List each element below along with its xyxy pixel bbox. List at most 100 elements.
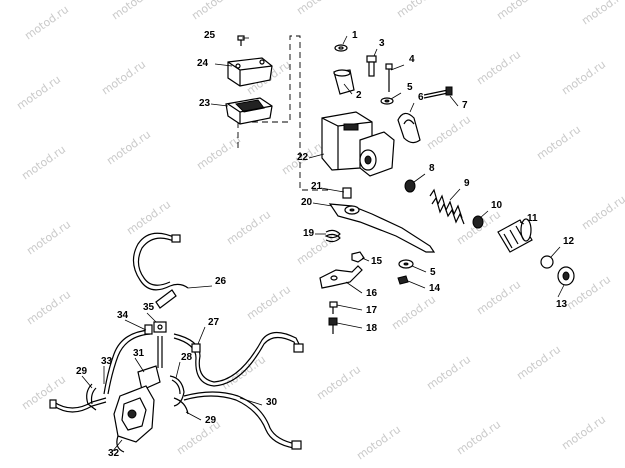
part-15-nut	[351, 251, 365, 263]
callout-c13: 13	[556, 299, 568, 310]
callout-c14: 14	[429, 283, 441, 294]
leader-lines	[81, 35, 565, 453]
watermark-text: motod.ru	[19, 373, 68, 413]
watermark-text: motod.ru	[514, 343, 563, 383]
watermark-text: motod.ru	[244, 283, 293, 323]
watermark-text: motod.ru	[124, 198, 173, 238]
part-12-clip	[540, 255, 554, 269]
watermark-text: motod.ru	[294, 0, 343, 17]
callout-c29b: 29	[205, 415, 217, 426]
watermark-text: motod.ru	[189, 0, 238, 22]
part-6-clamp	[397, 112, 421, 144]
callout-c5b: 5	[430, 267, 436, 278]
watermark-text: motod.ru	[389, 293, 438, 333]
callout-c27: 27	[208, 317, 220, 328]
part-5-washer-lower	[398, 259, 414, 269]
callout-c21: 21	[311, 181, 323, 192]
callout-c9: 9	[464, 178, 470, 189]
watermark-layer: motod.ru motod.ru motod.ru motod.ru motod.ru…	[14, 0, 625, 462]
callout-c35: 35	[143, 302, 155, 313]
watermark-text: motod.ru	[424, 113, 473, 153]
part-9-spring	[429, 188, 465, 225]
part-24-reservoir-cap	[227, 57, 273, 87]
callout-c34: 34	[117, 310, 129, 321]
callout-c26: 26	[215, 276, 227, 287]
watermark-text: motod.ru	[394, 0, 443, 20]
watermark-text: motod.ru	[24, 288, 73, 328]
watermark-text: motod.ru	[559, 58, 608, 98]
callout-c29a: 29	[76, 366, 88, 377]
part-32-caliper-housing	[113, 385, 155, 453]
part-17-screw	[329, 301, 338, 314]
callout-c11: 11	[527, 213, 538, 224]
callout-c30: 30	[266, 397, 278, 408]
watermark-text: motod.ru	[14, 73, 63, 113]
part-8-washer	[404, 179, 416, 193]
part-16-bracket	[319, 265, 363, 289]
part-30-hose	[183, 391, 302, 450]
callout-c28: 28	[181, 352, 193, 363]
watermark-text: motod.ru	[494, 0, 543, 22]
reference-dashed-lines	[237, 35, 330, 191]
part-11-piston	[497, 218, 533, 253]
callout-c25: 25	[204, 30, 216, 41]
part-29-pad-right	[173, 397, 189, 415]
callout-c15: 15	[371, 256, 383, 267]
watermark-text: motod.ru	[424, 353, 473, 393]
callout-c32: 32	[108, 448, 120, 459]
callout-c6: 6	[418, 92, 424, 103]
part-1-washer	[334, 44, 348, 52]
callout-c20: 20	[301, 197, 313, 208]
watermark-text: motod.ru	[579, 0, 625, 27]
watermark-text: motod.ru	[314, 363, 363, 403]
watermark-text: motod.ru	[99, 58, 148, 98]
callout-c33: 33	[101, 356, 113, 367]
part-28-pad	[169, 375, 185, 407]
part-18-bolt	[328, 317, 338, 334]
watermark-text: motod.ru	[559, 413, 608, 453]
watermark-text: motod.ru	[19, 143, 68, 183]
part-10-seal	[472, 215, 484, 229]
watermark-text: motod.ru	[454, 418, 503, 458]
callout-c18: 18	[366, 323, 378, 334]
callout-c24: 24	[197, 58, 209, 69]
part-4-screw	[385, 63, 393, 92]
watermark-text: motod.ru	[22, 3, 71, 43]
watermark-text: motod.ru	[474, 48, 523, 88]
callout-c16: 16	[366, 288, 378, 299]
part-27-hose	[173, 331, 304, 387]
part-35-fitting	[153, 321, 167, 333]
part-5-washer-upper	[380, 97, 394, 105]
part-26-brake-hose	[132, 232, 189, 309]
callout-c22: 22	[297, 152, 309, 163]
callout-c23: 23	[199, 98, 211, 109]
part-13-boot	[557, 266, 575, 286]
watermark-text: motod.ru	[474, 278, 523, 318]
part-33-hose	[49, 397, 107, 413]
callout-c3: 3	[379, 38, 385, 49]
watermark-text: motod.ru	[224, 208, 273, 248]
part-23-diaphragm	[225, 97, 273, 125]
watermark-text: motod.ru	[109, 0, 158, 22]
watermark-text: motod.ru	[24, 218, 73, 258]
part-14-nut	[397, 275, 409, 285]
part-20-brake-lever	[328, 203, 436, 253]
callout-c17: 17	[366, 305, 378, 316]
callout-labels: 1234567891011121314515161718192021222324…	[76, 30, 575, 459]
part-7-bolt	[423, 86, 453, 99]
callout-c7: 7	[462, 100, 468, 111]
watermark-text: motod.ru	[354, 423, 403, 463]
callout-c2: 2	[356, 90, 362, 101]
callout-c12: 12	[563, 236, 575, 247]
callout-c8: 8	[429, 163, 435, 174]
watermark-text: motod.ru	[534, 123, 583, 163]
watermark-text: motod.ru	[104, 128, 153, 168]
callout-c4: 4	[409, 54, 415, 65]
part-25-screw	[237, 35, 245, 46]
watermark-text: motod.ru	[579, 193, 625, 233]
part-22-master-cylinder-body	[321, 69, 395, 177]
callout-c5a: 5	[407, 82, 413, 93]
part-3-bolt	[366, 55, 377, 77]
